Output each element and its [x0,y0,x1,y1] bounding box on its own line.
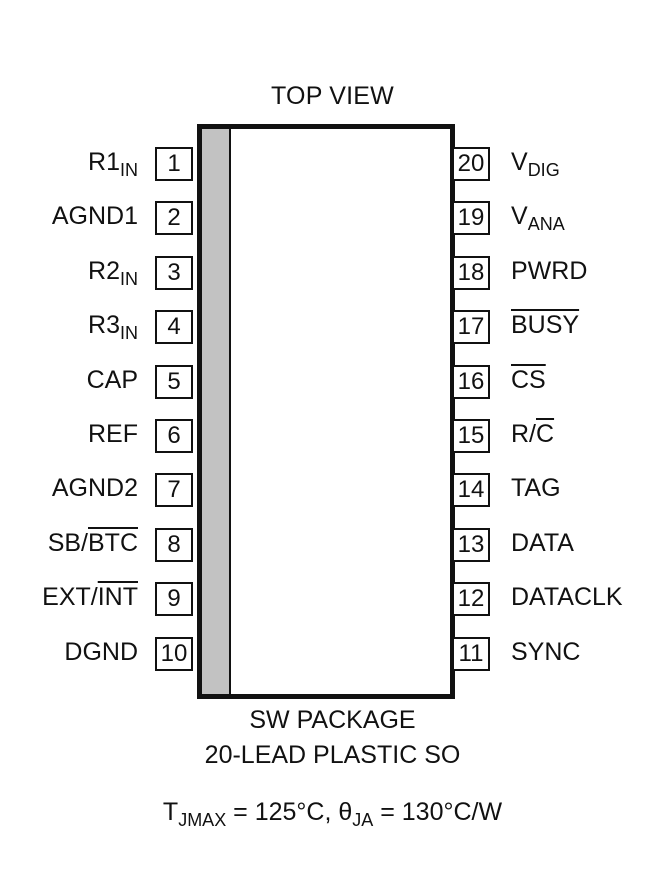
pin-label-text: CS [511,366,546,394]
pin-label: CS [511,365,546,395]
pin-number: 18 [452,256,490,290]
pin1-indicator-stripe [202,129,231,694]
top-view-title: TOP VIEW [271,82,394,110]
pin-number: 17 [452,310,490,344]
pin-number: 15 [452,419,490,453]
pin-label: R1IN [88,147,138,180]
pin-label: AGND2 [52,473,138,503]
pin-label-text: DATACLK [511,583,623,611]
pin-label: VDIG [511,147,560,180]
pin-number: 1 [155,147,193,181]
pin-label: R2IN [88,256,138,289]
pin-label-text: R/ [511,420,536,448]
pin-number: 13 [452,528,490,562]
pin-label: TAG [511,473,561,503]
pin-number: 16 [452,365,490,399]
pin-number: 10 [155,637,193,671]
pin-number: 5 [155,365,193,399]
pin-number: 9 [155,582,193,616]
ic-package-body [197,124,455,699]
pin-label-text: AGND1 [51,202,138,230]
pin-label-text: PWRD [511,257,588,285]
pin-label: VANA [511,201,565,234]
theta-value: = 130°C/W [373,798,503,826]
pin-label-subscript: ANA [527,214,565,234]
pin-label-text: V [511,148,528,176]
pin-label-text: R1 [88,148,120,176]
pin-label: DATACLK [511,582,623,612]
pin-label-text: R3 [88,311,120,339]
theta-subscript: JA [352,810,374,830]
pin-label-text: SYNC [511,638,581,666]
pin-number: 19 [452,201,490,235]
pin-label: PWRD [511,256,587,286]
pin-number: 3 [155,256,193,290]
pin-label-text: TAG [511,474,561,502]
pin-number: 11 [452,637,490,671]
pin-label: EXT/INT [42,582,138,612]
pin-label-subscript: IN [120,269,138,289]
package-description: 20-LEAD PLASTIC SO [204,741,461,769]
tjmax-symbol: T [162,798,179,826]
theta-symbol: θ [338,798,353,826]
pin-label: SB/BTC [48,528,138,558]
pin-number: 8 [155,528,193,562]
pin-label-text: CAP [86,366,138,394]
pin-label: R3IN [88,310,138,343]
pin-number: 14 [452,473,490,507]
pin-number: 2 [155,201,193,235]
pin-label-text: SB/ [47,529,88,557]
pin-label-text: REF [88,420,138,448]
pin-number: 20 [452,147,490,181]
pin-label-subscript: IN [120,160,138,180]
pin-label: DATA [511,528,574,558]
pin-label: DGND [64,637,138,667]
pin-label: CAP [87,365,138,395]
pin-label-text: BTC [88,529,138,557]
pin-label: BUSY [511,310,579,340]
pin-label-text: INT [97,583,138,611]
pin-label-text: V [511,202,528,230]
pin-number: 4 [155,310,193,344]
pin-label: SYNC [511,637,580,667]
tjmax-subscript: JMAX [178,810,227,830]
pin-label: REF [88,419,138,449]
thermal-spec: TJMAX = 125°C, θJA = 130°C/W [0,798,665,830]
pin-label-text: DGND [64,638,138,666]
pin-label-text: C [536,420,555,448]
pin-number: 7 [155,473,193,507]
tjmax-value: = 125°C, [226,798,339,826]
pin-label: AGND1 [52,201,138,231]
pin-label-text: DATA [511,529,574,557]
package-name: SW PACKAGE [249,706,416,734]
pin-number: 6 [155,419,193,453]
pin-number: 12 [452,582,490,616]
pin-label-text: BUSY [511,311,580,339]
pin-label-subscript: DIG [527,160,560,180]
pin-label-text: R2 [88,257,120,285]
pin-label: R/C [511,419,554,449]
pin-label-text: AGND2 [51,474,138,502]
pin-label-text: EXT/ [42,583,98,611]
pin-label-subscript: IN [120,323,138,343]
